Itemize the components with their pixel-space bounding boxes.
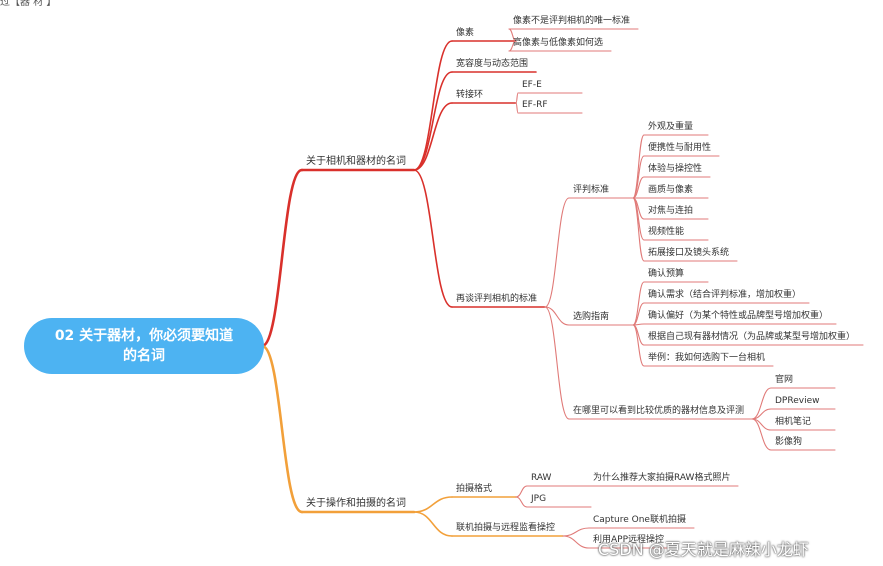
leaf-example[interactable]: 举例：我如何选购下一台相机 xyxy=(648,353,766,363)
node-where-reviews[interactable]: 在哪里可以看到比较优质的器材信息及评测 xyxy=(573,406,745,416)
connector-line xyxy=(632,302,645,326)
leaf-existing-gear[interactable]: 根据自己现有器材情况（为品牌或某型号增加权重） xyxy=(648,332,856,342)
connector-line xyxy=(751,418,772,451)
leaf-yingxianggou[interactable]: 影像狗 xyxy=(775,437,803,447)
node-camera-criteria[interactable]: 再谈评判相机的标准 xyxy=(456,294,538,304)
leaf-ef-rf[interactable]: EF-RF xyxy=(522,100,548,110)
connector-line xyxy=(562,535,590,549)
node-buying-guide[interactable]: 选购指南 xyxy=(573,312,610,322)
connector-line xyxy=(413,496,453,513)
leaf-appearance-weight[interactable]: 外观及重量 xyxy=(648,122,694,132)
node-adapter[interactable]: 转接环 xyxy=(456,90,484,100)
connector-line xyxy=(562,527,590,537)
node-shooting-format[interactable]: 拍摄格式 xyxy=(456,484,493,494)
root-title: 02 关于器材，你必须要知道的名词 xyxy=(54,328,234,364)
connector-line xyxy=(260,344,304,514)
leaf-raw[interactable]: RAW xyxy=(531,473,552,483)
node-criteria[interactable]: 评判标准 xyxy=(573,185,610,195)
branch-camera-terms[interactable]: 关于相机和器材的名词 xyxy=(306,156,406,167)
leaf-pixels-not-only[interactable]: 像素不是评判相机的唯一标准 xyxy=(513,16,631,26)
leaf-expansion-lens[interactable]: 拓展接口及镜头系统 xyxy=(648,248,730,258)
connector-line xyxy=(544,306,570,326)
connector-line xyxy=(632,197,645,262)
leaf-video[interactable]: 视频性能 xyxy=(648,227,685,237)
connector-line xyxy=(515,102,519,114)
node-pixels[interactable]: 像素 xyxy=(456,28,475,38)
connector-line xyxy=(413,71,453,171)
leaf-official-site[interactable]: 官网 xyxy=(775,375,794,385)
connector-line xyxy=(413,102,453,171)
connector-line xyxy=(260,168,304,348)
leaf-image-quality[interactable]: 画质与像素 xyxy=(648,185,694,195)
leaf-app-remote[interactable]: 利用APP远程操控 xyxy=(593,535,665,545)
node-latitude-dynamic-range[interactable]: 宽容度与动态范围 xyxy=(456,59,529,69)
connector-line xyxy=(515,485,528,498)
connector-line xyxy=(413,169,453,308)
leaf-portability[interactable]: 便携性与耐用性 xyxy=(648,143,712,153)
connector-line xyxy=(632,324,645,367)
connector-line xyxy=(544,197,570,308)
leaf-capture-one[interactable]: Capture One联机拍摄 xyxy=(593,515,686,525)
leaf-dpreview[interactable]: DPReview xyxy=(775,396,820,406)
watermark: CSDN @夏天就是麻辣小龙虾 xyxy=(598,540,809,559)
connector-line xyxy=(413,40,453,171)
leaf-jpg[interactable]: JPG xyxy=(531,494,547,504)
connector-line xyxy=(751,387,772,420)
leaf-preference[interactable]: 确认偏好（为某个特性或品牌型号增加权重） xyxy=(648,311,829,321)
leaf-ef-e[interactable]: EF-E xyxy=(522,80,542,90)
connector-line xyxy=(544,306,570,420)
leaf-af-burst[interactable]: 对焦与连拍 xyxy=(648,206,694,216)
branch-shooting-terms[interactable]: 关于操作和拍摄的名词 xyxy=(306,498,406,509)
leaf-high-low-pixels[interactable]: 高像素与低像素如何选 xyxy=(513,38,604,48)
leaf-why-raw[interactable]: 为什么推荐大家拍摄RAW格式照片 xyxy=(593,473,731,483)
node-tethered-remote[interactable]: 联机拍摄与远程监看操控 xyxy=(456,523,556,533)
leaf-needs[interactable]: 确认需求（结合评判标准，增加权重） xyxy=(648,290,802,300)
connector-line xyxy=(413,511,453,537)
leaf-camera-notes[interactable]: 相机笔记 xyxy=(775,417,812,427)
connector-line xyxy=(632,176,645,199)
leaf-handling[interactable]: 体验与操控性 xyxy=(648,164,703,174)
root-node[interactable]: 02 关于器材，你必须要知道的名词 xyxy=(24,318,264,374)
connector-line xyxy=(515,92,519,104)
cropped-top-text: 过【器 材 】 xyxy=(0,0,57,6)
leaf-budget[interactable]: 确认预算 xyxy=(648,269,685,279)
connector-line xyxy=(515,496,528,508)
